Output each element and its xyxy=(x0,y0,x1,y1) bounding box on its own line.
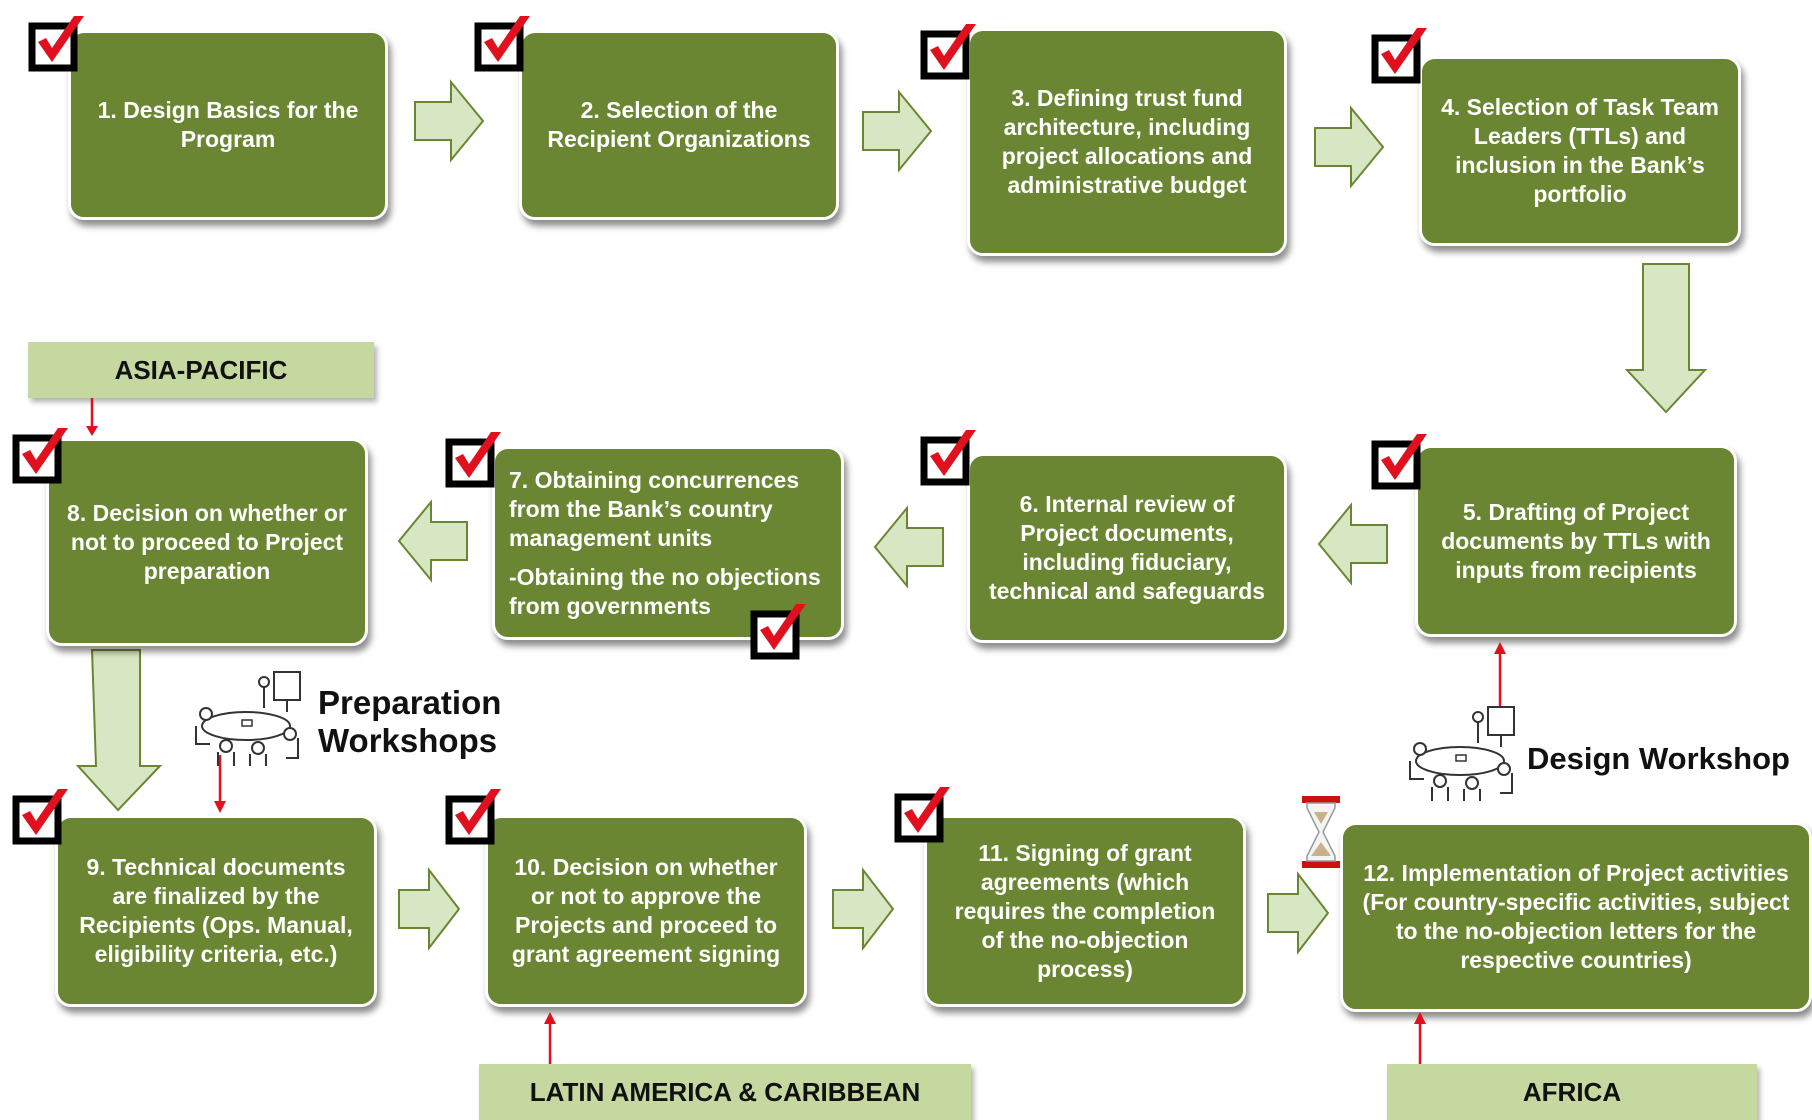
step-7-text-a: 7. Obtaining concurrences from the Bank’… xyxy=(509,466,800,551)
checkmark-icon xyxy=(445,785,505,845)
connector-workshop-to-step-9 xyxy=(214,755,226,813)
checkmark-icon xyxy=(12,424,72,484)
step-4-box: 4. Selection of Task Team Leaders (TTLs)… xyxy=(1419,56,1741,246)
connector-latam-to-step-10 xyxy=(544,1012,556,1064)
step-7-box: 7. Obtaining concurrences from the Bank’… xyxy=(492,446,844,640)
checkmark-icon xyxy=(894,783,954,843)
step-10-box: 10. Decision on whether or not to approv… xyxy=(485,815,807,1007)
region-africa-label: AFRICA xyxy=(1522,1076,1622,1107)
step-3-box: 3. Defining trust fund architecture, inc… xyxy=(967,28,1287,256)
step-8-text: 8. Decision on whether or not to proceed… xyxy=(67,499,347,584)
meeting-table-icon xyxy=(1409,706,1515,801)
step-2-box: 2. Selection of the Recipient Organizati… xyxy=(519,30,839,220)
preparation-workshops-label: Preparation Workshops xyxy=(318,684,502,759)
checkmark-icon xyxy=(1371,430,1431,490)
hourglass-icon xyxy=(1302,796,1340,868)
region-asia-pacific: ASIA-PACIFIC xyxy=(28,342,374,398)
checkmark-icon xyxy=(1371,24,1431,84)
arrow-8-to-9 xyxy=(75,649,163,812)
step-6-text: 6. Internal review of Project documents,… xyxy=(988,491,1266,604)
region-africa: AFRICA xyxy=(1387,1064,1757,1120)
step-5-box: 5. Drafting of Project documents by TTLs… xyxy=(1415,445,1737,637)
region-latin-america: LATIN AMERICA & CARIBBEAN xyxy=(479,1064,971,1120)
design-workshop-label: Design Workshop xyxy=(1527,741,1790,776)
step-4-text: 4. Selection of Task Team Leaders (TTLs)… xyxy=(1441,94,1719,207)
meeting-table-icon xyxy=(195,671,301,766)
step-11-box: 11. Signing of grant agreements (which r… xyxy=(924,815,1246,1007)
step-3-text: 3. Defining trust fund architecture, inc… xyxy=(1001,85,1253,198)
arrow-6-to-7 xyxy=(873,505,944,589)
step-12-box: 12. Implementation of Project activities… xyxy=(1340,822,1812,1012)
arrow-9-to-10 xyxy=(398,867,461,951)
step-10-text: 10. Decision on whether or not to approv… xyxy=(511,854,781,967)
region-latin-america-label: LATIN AMERICA & CARIBBEAN xyxy=(529,1076,921,1107)
arrow-1-to-2 xyxy=(414,79,485,163)
checkmark-icon xyxy=(474,12,534,72)
connector-africa-to-step-12 xyxy=(1414,1012,1426,1064)
step-7-text-b: -Obtaining the no objections from govern… xyxy=(509,563,821,619)
checkmark-icon xyxy=(750,600,810,660)
arrow-3-to-4 xyxy=(1314,105,1385,189)
step-9-box: 9. Technical documents are finalized by … xyxy=(55,815,377,1007)
step-5-text: 5. Drafting of Project documents by TTLs… xyxy=(1441,498,1711,583)
step-8-box: 8. Decision on whether or not to proceed… xyxy=(46,438,368,646)
region-asia-pacific-label: ASIA-PACIFIC xyxy=(114,354,288,385)
arrow-11-to-12 xyxy=(1267,871,1330,955)
checkmark-icon xyxy=(920,426,980,486)
connector-asia-to-step-8 xyxy=(86,398,98,436)
arrow-7-to-8 xyxy=(397,499,468,583)
step-9-text: 9. Technical documents are finalized by … xyxy=(79,854,353,967)
step-12-text: 12. Implementation of Project activities… xyxy=(1362,860,1790,973)
checkmark-icon xyxy=(28,12,88,72)
step-2-text: 2. Selection of the Recipient Organizati… xyxy=(547,97,811,152)
step-6-box: 6. Internal review of Project documents,… xyxy=(967,453,1287,643)
checkmark-icon xyxy=(445,428,505,488)
checkmark-icon xyxy=(920,20,980,80)
arrow-10-to-11 xyxy=(832,867,895,951)
checkmark-icon xyxy=(12,785,72,845)
step-1-box: 1. Design Basics for the Program xyxy=(68,30,388,220)
step-11-text: 11. Signing of grant agreements (which r… xyxy=(954,839,1216,982)
arrow-2-to-3 xyxy=(862,89,933,173)
arrow-4-to-5 xyxy=(1624,263,1708,414)
connector-design-workshop-to-step-5 xyxy=(1494,642,1506,708)
arrow-5-to-6 xyxy=(1317,502,1388,586)
step-1-text: 1. Design Basics for the Program xyxy=(97,97,359,152)
